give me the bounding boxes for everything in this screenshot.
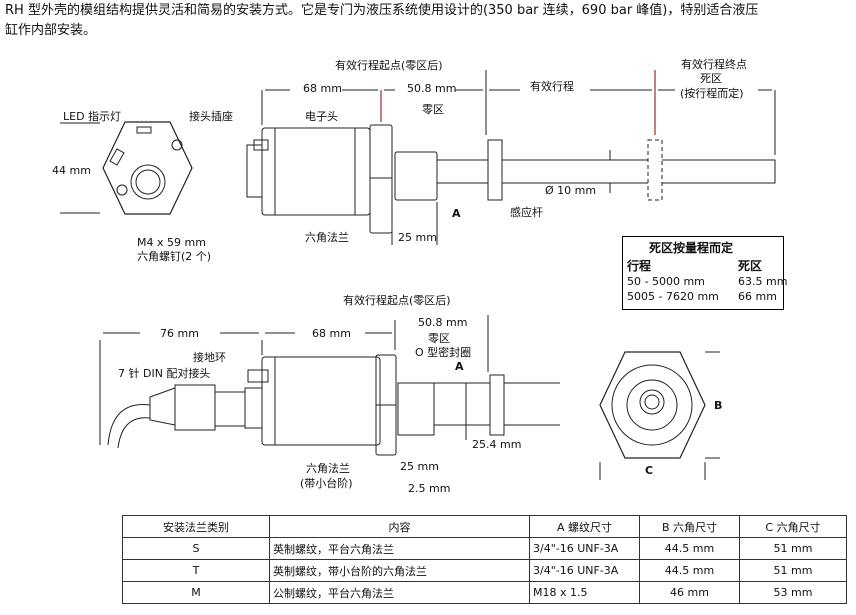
intro-line-2: 缸作内部安装。 <box>5 23 97 38</box>
stroke-start-label: 有效行程起点(零区后) <box>335 59 443 72</box>
din-connector-label: 7 针 DIN 配对接头 <box>118 367 211 380</box>
hex-flange-label: 六角法兰 <box>305 231 349 244</box>
header-a: A 螺纹尺寸 <box>529 515 640 538</box>
front-hex-view <box>60 121 193 215</box>
stroke-end-label: 有效行程终点 <box>681 58 747 71</box>
b-hex-note: (带小台阶) <box>300 477 353 490</box>
range-2: 5005 - 7620 mm <box>627 290 719 303</box>
cell: 51 mm <box>739 537 847 560</box>
screws-label: 六角螺钉(2 个) <box>137 250 212 263</box>
top-side-view <box>246 70 776 245</box>
cell: 53 mm <box>739 581 847 604</box>
cell: 46 mm <box>639 581 740 604</box>
connector-label: 接头插座 <box>189 110 233 123</box>
cell: 英制螺纹，带小台阶的六角法兰 <box>269 559 530 582</box>
b-dim-50-8: 50.8 mm <box>418 316 468 329</box>
range-1: 50 - 5000 mm <box>627 275 705 288</box>
cell: T <box>122 559 270 582</box>
rod-label: 感应杆 <box>510 206 543 219</box>
b-dim-2-5: 2.5 mm <box>408 482 451 495</box>
b-dim-76: 76 mm <box>160 327 199 340</box>
b-null-zone: 零区 <box>428 332 450 345</box>
intro-line-1: RH 型外壳的模组结构提供灵活和简易的安装方式。它是专门为液压系统使用设计的(3… <box>5 3 759 18</box>
screw-size-label: M4 x 59 mm <box>137 236 206 249</box>
cell: 44.5 mm <box>639 537 740 560</box>
b-dim-68: 68 mm <box>312 327 351 340</box>
stroke-label: 有效行程 <box>530 80 574 93</box>
cell: 3/4"-16 UNF-3A <box>529 537 640 560</box>
header-content: 内容 <box>269 515 530 538</box>
dim-68: 68 mm <box>303 82 342 95</box>
b-stroke-start-label: 有效行程起点(零区后) <box>343 294 451 307</box>
b-thread-a: A <box>455 360 464 373</box>
oring-label: O 型密封圈 <box>415 346 472 359</box>
end-hex-view <box>599 351 720 480</box>
dead-1: 63.5 mm <box>738 275 788 288</box>
diameter-label: Ø 10 mm <box>545 184 597 197</box>
ground-ring-label: 接地环 <box>193 351 226 364</box>
thread-a-label: A <box>452 207 461 220</box>
b-hex-flange: 六角法兰 <box>306 462 350 475</box>
cell: 44.5 mm <box>639 559 740 582</box>
cell: 英制螺纹，平台六角法兰 <box>269 537 530 560</box>
header-c: C 六角尺寸 <box>739 515 847 538</box>
col-stroke: 行程 <box>627 259 652 273</box>
table-header: 安装法兰类别 内容 A 螺纹尺寸 B 六角尺寸 C 六角尺寸 <box>122 515 847 538</box>
hex-b-label: B <box>714 399 723 412</box>
cell: 公制螺纹，平台六角法兰 <box>269 581 530 604</box>
height-44-label: 44 mm <box>52 164 91 177</box>
dead-2: 66 mm <box>738 290 777 303</box>
dim-25-4: 25.4 mm <box>472 438 522 451</box>
header-b: B 六角尺寸 <box>639 515 740 538</box>
led-label: LED 指示灯 <box>63 110 122 123</box>
dead-zone-note: (按行程而定) <box>680 87 744 100</box>
null-zone-label: 零区 <box>422 103 444 116</box>
cell: 3/4"-16 UNF-3A <box>529 559 640 582</box>
col-dead: 死区 <box>738 259 763 273</box>
dim-50-8: 50.8 mm <box>407 82 457 95</box>
head-label: 电子头 <box>305 110 338 123</box>
dead-zone-title: 死区按量程而定 <box>649 241 734 255</box>
cell: M18 x 1.5 <box>529 581 640 604</box>
dead-zone-label: 死区 <box>700 72 722 85</box>
hex-c-label: C <box>645 464 654 477</box>
header-type: 安装法兰类别 <box>122 515 270 538</box>
b-dim-25: 25 mm <box>400 460 439 473</box>
cell: S <box>122 537 270 560</box>
cell: M <box>122 581 270 604</box>
dead-zone-table: 死区按量程而定 行程 死区 50 - 5000 mm 63.5 mm 5005 … <box>622 236 788 310</box>
bottom-side-view <box>99 315 560 456</box>
dim-25: 25 mm <box>398 231 437 244</box>
cell: 51 mm <box>739 559 847 582</box>
